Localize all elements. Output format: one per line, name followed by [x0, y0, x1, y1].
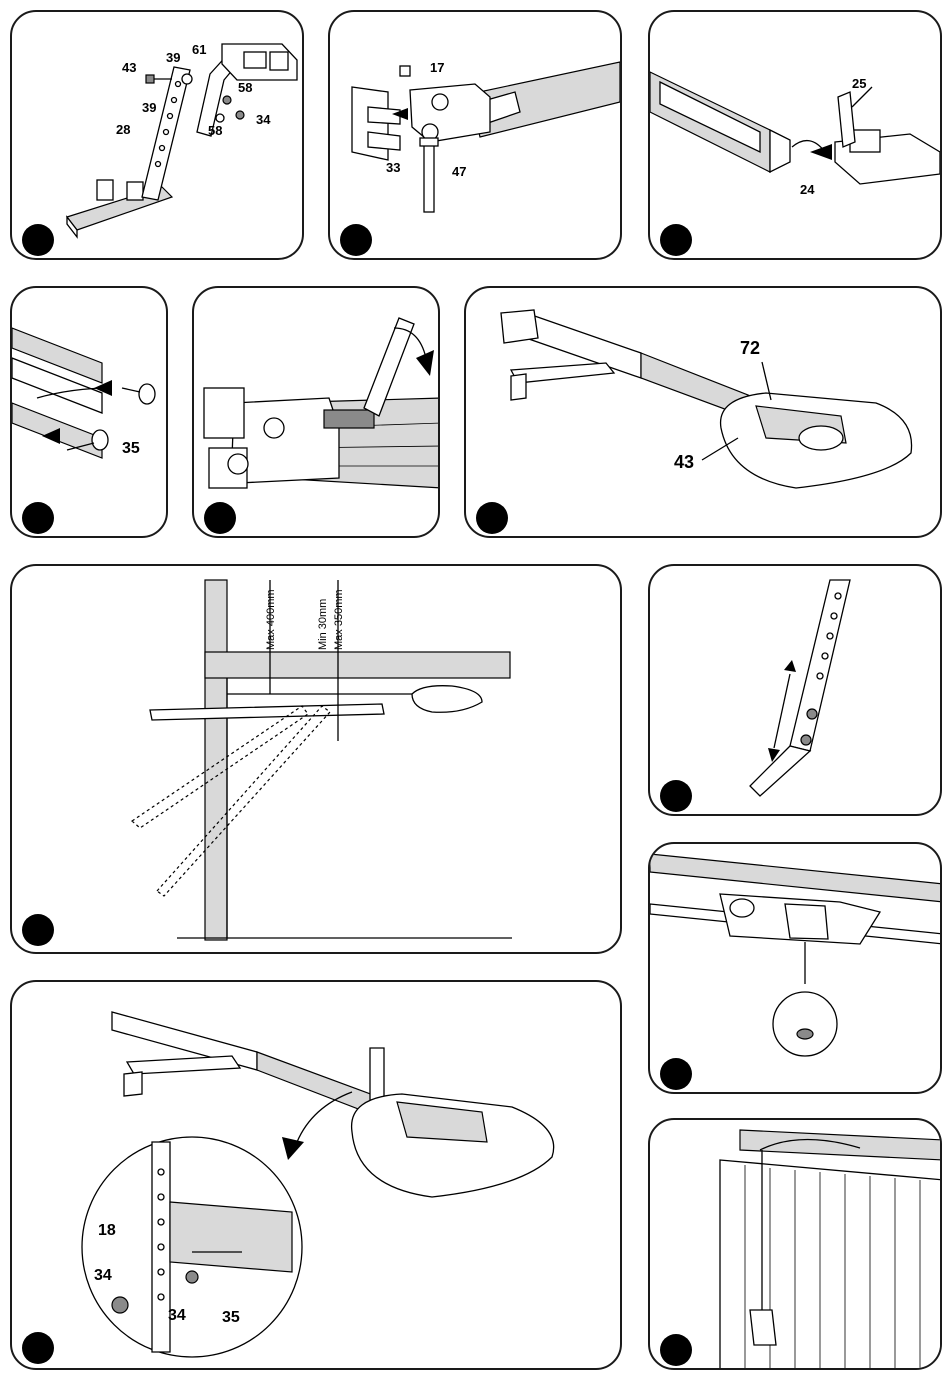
installation-dimensions-illustration: Max 400mm Min 30mm Max 350mm [12, 566, 622, 954]
release-knob-illustration [650, 844, 942, 1094]
part-label-17: 17 [430, 60, 444, 75]
part-label-47: 47 [452, 164, 466, 179]
panel-8-adjustable-bracket [648, 564, 942, 816]
panel-3-rail-connection: 25 24 [648, 10, 942, 260]
panel-1-bracket-assembly: 43 39 61 39 58 58 34 28 [10, 10, 304, 260]
part-label-34-left: 34 [94, 1267, 112, 1284]
panel-4-rail-screws: 35 [10, 286, 168, 538]
bracket-illustration: 43 39 61 39 58 58 34 28 [12, 12, 304, 260]
step-marker-11 [660, 1334, 692, 1366]
part-label-33: 33 [386, 160, 400, 175]
part-label-35: 35 [122, 440, 140, 457]
part-label-58-bottom: 58 [208, 123, 222, 138]
step-marker-4 [22, 502, 54, 534]
adjustable-bracket-illustration [650, 566, 942, 816]
part-label-61: 61 [192, 42, 206, 57]
panel-10-release-knob [648, 842, 942, 1094]
rail-connection-illustration: 25 24 [650, 12, 942, 260]
step-marker-1 [22, 224, 54, 256]
front-attachment-illustration: 17 33 47 [330, 12, 622, 260]
dimension-max-400mm: Max 400mm [265, 589, 277, 650]
part-label-28: 28 [116, 122, 130, 137]
part-label-34-right: 34 [168, 1307, 186, 1324]
part-label-39-top: 39 [166, 50, 180, 65]
step-marker-3 [660, 224, 692, 256]
step-marker-7 [22, 914, 54, 946]
step-marker-8 [660, 780, 692, 812]
part-label-34: 34 [256, 112, 271, 127]
part-label-72: 72 [740, 338, 760, 358]
step-marker-6 [476, 502, 508, 534]
part-label-18: 18 [98, 1222, 116, 1239]
panel-6-rail-motor: 72 43 [464, 286, 942, 538]
panel-9-mounting-detail: 18 34 34 35 [10, 980, 622, 1370]
panel-11-door-release-cord [648, 1118, 942, 1370]
rail-motor-illustration: 72 43 [466, 288, 942, 538]
step-marker-5 [204, 502, 236, 534]
dimension-min-30mm: Min 30mm [317, 599, 329, 650]
step-marker-9 [22, 1332, 54, 1364]
door-release-cord-illustration [650, 1120, 942, 1370]
part-label-58-top: 58 [238, 80, 252, 95]
part-label-43: 43 [122, 60, 136, 75]
step-marker-2 [340, 224, 372, 256]
part-label-24: 24 [800, 182, 815, 197]
part-label-35: 35 [222, 1309, 240, 1326]
panel-2-front-attachment: 17 33 47 [328, 10, 622, 260]
panel-7-installation-dimensions: Max 400mm Min 30mm Max 350mm [10, 564, 622, 954]
tightening-illustration [194, 288, 440, 538]
part-label-39-bottom: 39 [142, 100, 156, 115]
part-label-43: 43 [674, 452, 694, 472]
panel-5-tightening [192, 286, 440, 538]
step-marker-10 [660, 1058, 692, 1090]
mounting-detail-illustration: 18 34 34 35 [12, 982, 622, 1370]
part-label-25: 25 [852, 76, 866, 91]
dimension-max-350mm: Max 350mm [333, 589, 345, 650]
rail-screws-illustration: 35 [12, 288, 168, 538]
